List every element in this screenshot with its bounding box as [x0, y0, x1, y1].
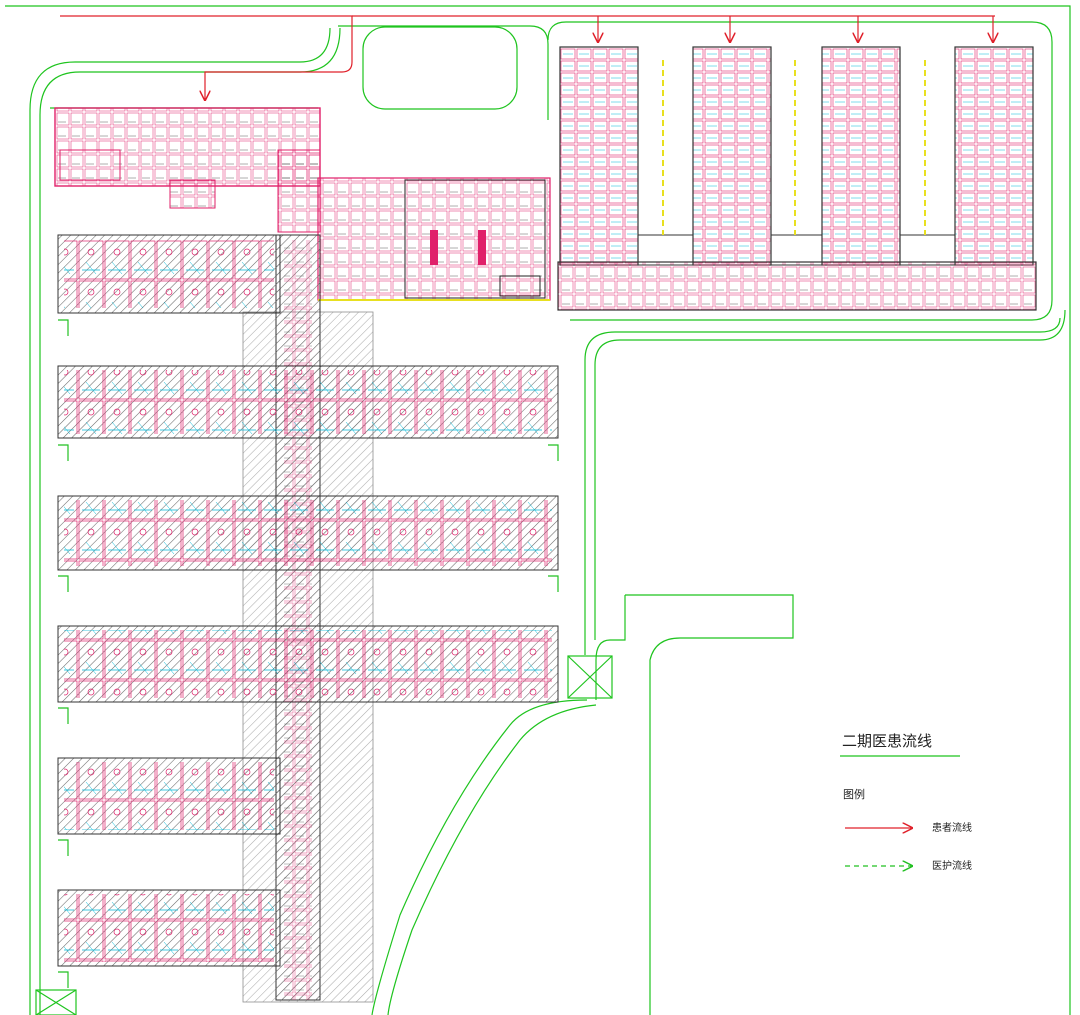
ward-wing-5	[57, 757, 281, 835]
ward-wing-6	[57, 889, 281, 967]
ward-wing-1	[57, 234, 281, 314]
site-roads	[5, 5, 1071, 1015]
ward-wings	[57, 234, 559, 988]
ward-wing-3	[57, 495, 559, 571]
legend-patient-label: 患者流线	[932, 821, 972, 834]
ward-wing-4	[57, 625, 559, 703]
central-support-building	[317, 177, 551, 301]
legend: 二期医患流线 图例 患者流线 医护流线	[840, 732, 972, 872]
ward-wing-2	[57, 365, 559, 439]
spine-corridor	[242, 234, 374, 1003]
wing-entry-markers	[58, 319, 559, 988]
ward-towers	[557, 46, 1037, 311]
patient-flow-lines	[60, 15, 995, 100]
legend-subtitle: 图例	[843, 787, 865, 801]
admin-building	[54, 107, 321, 233]
legend-title: 二期医患流线	[842, 732, 932, 750]
legend-staff-label: 医护流线	[932, 859, 972, 872]
